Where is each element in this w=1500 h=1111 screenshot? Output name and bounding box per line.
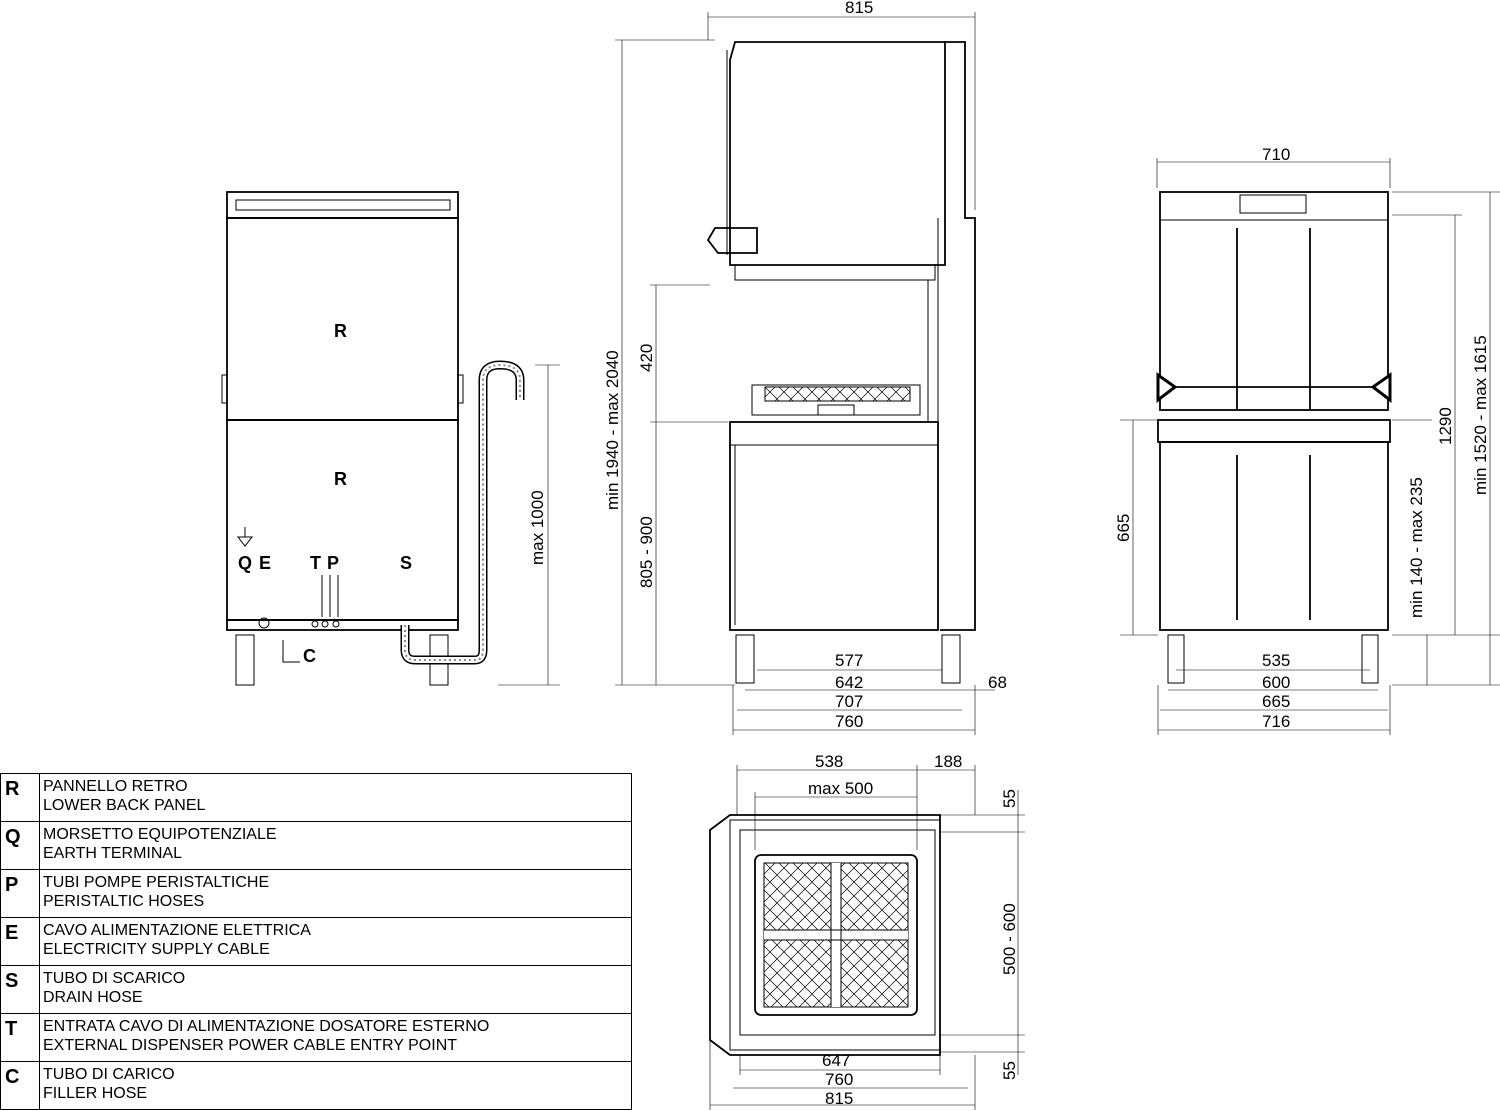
label-p: P [327,553,339,573]
label-q: Q [238,553,252,573]
legend-text-it: TUBO DI CARICO [43,1066,175,1083]
top-view: 538 188 max 500 55 500 - 600 55 647 760 … [709,752,1025,1110]
legend-description: PANNELLO RETRO LOWER BACK PANEL [39,773,632,822]
legend-letter: R [0,773,40,822]
dim-1290: 1290 [1436,407,1455,445]
legend-row: Q MORSETTO EQUIPOTENZIALE EARTH TERMINAL [0,821,632,870]
legend-letter: T [0,1013,40,1062]
dim-642: 642 [835,673,863,692]
legend-row: S TUBO DI SCARICO DRAIN HOSE [0,965,632,1014]
legend-text-en: LOWER BACK PANEL [43,797,206,814]
legend-row: E CAVO ALIMENTAZIONE ELETTRICA ELECTRICI… [0,917,632,966]
legend-row: R PANNELLO RETRO LOWER BACK PANEL [0,773,632,822]
legend-description: MORSETTO EQUIPOTENZIALE EARTH TERMINAL [39,821,632,870]
dim-max-1000: max 1000 [528,490,547,565]
dim-710: 710 [1262,145,1290,164]
legend-text-it: MORSETTO EQUIPOTENZIALE [43,826,277,843]
legend-letter: P [0,869,40,918]
back-view: R R Q E T P S C max 1000 [221,191,560,686]
legend-row: C TUBO DI CARICO FILLER HOSE [0,1061,632,1110]
legend-text-it: TUBO DI SCARICO [43,970,186,987]
front-view: 710 1290 min 1520 - max 1615 min 140 - m… [1114,145,1500,735]
label-s: S [400,553,412,573]
dim-max-500: max 500 [808,779,873,798]
legend-text-en: DRAIN HOSE [43,989,143,1006]
legend-description: CAVO ALIMENTAZIONE ELETTRICA ELECTRICITY… [39,917,632,966]
legend-text-en: EARTH TERMINAL [43,845,182,862]
legend-row: P TUBI POMPE PERISTALTICHE PERISTALTIC H… [0,869,632,918]
label-r-lower: R [334,469,347,489]
legend-description: TUBO DI SCARICO DRAIN HOSE [39,965,632,1014]
legend-text-en: ELECTRICITY SUPPLY CABLE [43,941,270,958]
legend-description: ENTRATA CAVO DI ALIMENTAZIONE DOSATORE E… [39,1013,632,1062]
dim-535: 535 [1262,651,1290,670]
legend-text-it: PANNELLO RETRO [43,778,188,795]
dim-805-900: 805 - 900 [637,516,656,588]
legend-text-it: CAVO ALIMENTAZIONE ELETTRICA [43,922,311,939]
dim-total-height-side: min 1940 - max 2040 [603,350,622,510]
legend-description: TUBI POMPE PERISTALTICHE PERISTALTIC HOS… [39,869,632,918]
dim-647: 647 [822,1051,850,1070]
label-t: T [310,553,321,573]
legend-letter: C [0,1061,40,1110]
label-r-upper: R [334,321,347,341]
label-e: E [259,553,271,573]
dim-188: 188 [934,752,962,771]
legend-text-en: FILLER HOSE [43,1085,148,1102]
drain-hose [400,360,525,665]
dim-815-side: 815 [845,0,873,17]
dim-538: 538 [815,752,843,771]
label-c: C [303,646,316,666]
dim-600: 600 [1262,673,1290,692]
dim-55-top: 55 [1000,789,1019,808]
legend-text-it: ENTRATA CAVO DI ALIMENTAZIONE DOSATORE E… [43,1018,490,1035]
dim-716: 716 [1262,712,1290,731]
legend-letter: E [0,917,40,966]
dim-815-top: 815 [825,1089,853,1108]
legend-text-en: EXTERNAL DISPENSER POWER CABLE ENTRY POI… [43,1037,458,1054]
dim-760-top: 760 [825,1070,853,1089]
legend-letter: Q [0,821,40,870]
legend-text-en: PERISTALTIC HOSES [43,893,205,910]
dim-760-side: 760 [835,712,863,731]
dim-foot-adjust: min 140 - max 235 [1407,477,1426,618]
dim-707: 707 [835,692,863,711]
dim-total-height-front: min 1520 - max 1615 [1471,335,1490,495]
dim-55-bottom: 55 [1000,1061,1019,1080]
dim-665: 665 [1262,692,1290,711]
dim-665-height: 665 [1114,514,1133,542]
legend-text-it: TUBI POMPE PERISTALTICHE [43,874,270,891]
legend-row: T ENTRATA CAVO DI ALIMENTAZIONE DOSATORE… [0,1013,632,1062]
side-view: 815 min 1940 - max 2040 420 805 - 900 57… [603,0,1007,735]
dim-577: 577 [835,651,863,670]
dim-500-600: 500 - 600 [1000,903,1019,975]
legend-letter: S [0,965,40,1014]
earth-symbol [236,527,254,547]
dim-420: 420 [637,344,656,372]
dim-68: 68 [988,673,1007,692]
legend-description: TUBO DI CARICO FILLER HOSE [39,1061,632,1110]
